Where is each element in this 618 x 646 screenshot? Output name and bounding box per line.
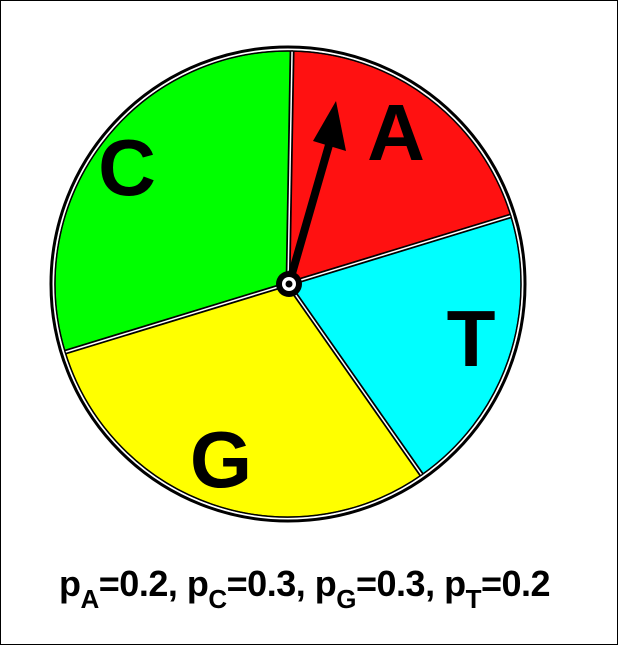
slice-label-t: T [447,294,496,383]
spoke-inner-2 [287,283,423,476]
prob-c: pC=0.3, [186,563,315,614]
wheel-rim-inner [54,50,522,518]
probability-legend: pA=0.2, pC=0.3, pG=0.3, pT=0.2 [59,563,551,614]
slice-label-a: A [367,88,425,177]
prob-t: pT=0.2 [444,563,551,614]
spinner-hub [276,271,302,297]
slice-label-g: G [190,415,252,504]
spoke-inner-0 [287,51,293,285]
prob-a: pA=0.2, [59,563,187,614]
slice-label-c: C [98,123,156,212]
spoke-inner-3 [64,283,289,353]
wheel-rim [49,45,527,523]
prob-g: pG=0.3, [314,563,445,614]
spoke-inner-1 [287,215,512,285]
arrow-icon[interactable] [285,101,346,288]
